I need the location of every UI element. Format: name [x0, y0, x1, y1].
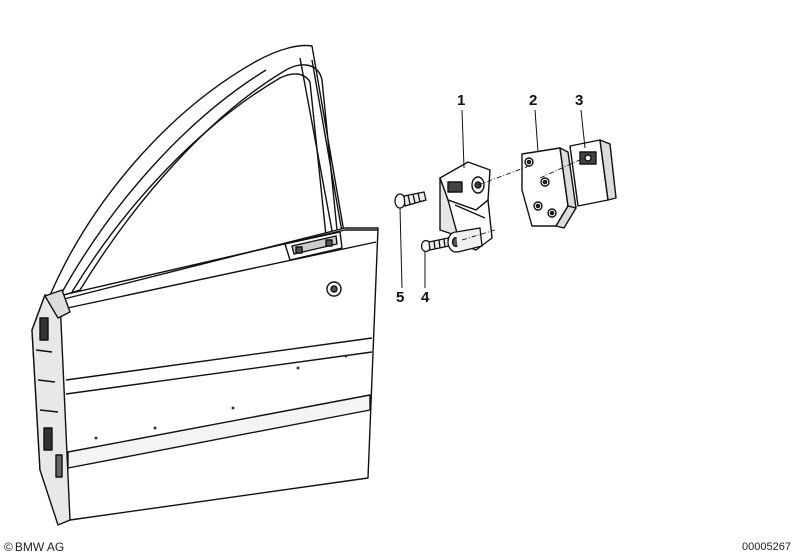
threaded-plate — [569, 139, 617, 207]
assembly-lines — [461, 157, 585, 241]
spacer-plate — [521, 147, 577, 229]
callout-3: 3 — [575, 92, 584, 109]
window-frame-inner — [71, 73, 327, 293]
mirror-mount — [44, 289, 71, 319]
door-illustration — [31, 44, 379, 526]
screw-lower — [420, 237, 450, 253]
copyright-notice: © BMW AG — [4, 540, 64, 554]
callout-5: 5 — [396, 289, 405, 306]
upper-hinge-pocket — [39, 317, 49, 341]
lock-cylinder — [326, 281, 342, 297]
striker-bushing — [447, 227, 483, 253]
window-channel — [299, 57, 343, 237]
callout-4: 4 — [421, 289, 430, 306]
panel-rivets — [94, 354, 348, 440]
callout-1: 1 — [457, 92, 466, 109]
screw-upper — [394, 191, 427, 209]
window-frame-inner-2 — [59, 69, 267, 297]
belt-molding — [49, 229, 378, 299]
side-molding — [65, 337, 373, 395]
diagram-number: 00005267 — [742, 541, 791, 553]
lower-hinge-pocket — [43, 427, 53, 451]
copyright-owner: BMW AG — [14, 540, 65, 554]
copyright-symbol: © — [4, 540, 13, 554]
callout-2: 2 — [529, 92, 538, 109]
leader-lines — [399, 109, 586, 289]
door-handle — [284, 231, 343, 261]
